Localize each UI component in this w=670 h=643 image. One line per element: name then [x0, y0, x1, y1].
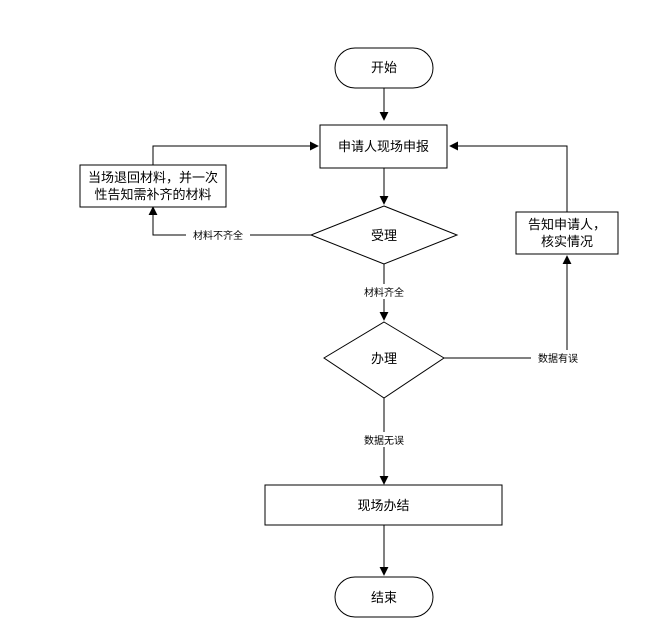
edge-label-data-error: 数据有误: [538, 352, 578, 365]
finish-node-label: 现场办结: [357, 499, 409, 514]
start-node-label: 开始: [371, 61, 397, 76]
apply-node-label: 申请人现场申报: [338, 140, 429, 155]
notify-node-label-line2: 性告知需补齐的材料: [94, 187, 211, 203]
edge-process-to-inform: [444, 255, 572, 359]
end-node: 结束: [334, 576, 434, 618]
inform-node-label-line1: 告知申请人，: [528, 217, 606, 233]
edge-label-data-ok: 数据无误: [364, 434, 404, 447]
notify-node-label-line1: 当场退回材料，并一次: [88, 170, 218, 186]
finish-node: 现场办结: [264, 484, 503, 526]
apply-node: 申请人现场申报: [319, 124, 448, 169]
edge-notify-to-apply: [152, 141, 319, 165]
process-decision-node: 办理: [323, 321, 445, 399]
accept-decision-label: 受理: [371, 229, 397, 244]
end-node-label: 结束: [371, 591, 397, 606]
edge-label-complete: 材料齐全: [364, 286, 404, 299]
inform-node-label-line2: 核实情况: [541, 235, 593, 250]
notify-node: 当场退回材料，并一次 性告知需补齐的材料: [79, 164, 227, 208]
accept-decision-node: 受理: [309, 205, 459, 265]
start-node: 开始: [334, 47, 434, 89]
process-decision-label: 办理: [371, 352, 397, 367]
inform-node: 告知申请人， 核实情况: [515, 211, 619, 255]
edge-label-incomplete: 材料不齐全: [193, 229, 243, 242]
edge-accept-to-notify: [148, 206, 311, 236]
edge-inform-to-apply: [449, 141, 568, 212]
